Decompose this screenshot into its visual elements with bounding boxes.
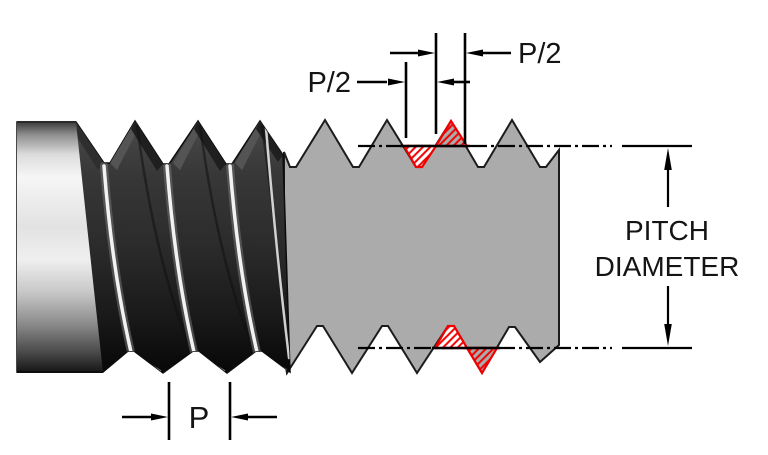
tooth-flank-light xyxy=(235,121,264,170)
tooth-flank-light xyxy=(110,121,139,170)
thread-profile-2d xyxy=(283,118,560,376)
pitch-p-label: P xyxy=(189,400,210,435)
dimension-p-half xyxy=(357,33,511,144)
pitch-diameter-label-line2: DIAMETER xyxy=(595,251,740,282)
arrowhead-left xyxy=(437,78,454,86)
dimension-pitch-diameter: PITCH DIAMETER xyxy=(595,148,740,346)
helix-crest-line xyxy=(135,124,192,349)
arrowhead-left xyxy=(231,413,248,421)
pitch-diameter-label-line1: PITCH xyxy=(625,215,709,246)
red-hatch-overlay xyxy=(434,118,470,148)
helix-highlight xyxy=(102,164,133,354)
thread-profile-outline xyxy=(283,118,560,376)
arrowhead-right xyxy=(418,49,435,57)
red-hatch-regions xyxy=(400,118,500,376)
arrowhead-right xyxy=(151,413,168,421)
screw-3d-render xyxy=(16,119,291,374)
arrowhead-down xyxy=(664,324,672,346)
dimension-p xyxy=(122,382,277,440)
arrowhead-up xyxy=(664,148,672,170)
red-hatch-overlay xyxy=(465,346,499,376)
screw-shank-cylinder xyxy=(17,122,103,372)
arrowhead-left xyxy=(466,49,483,57)
tooth-flank-light xyxy=(173,121,202,170)
tooth-flank-shadow xyxy=(72,122,104,170)
helix-highlight xyxy=(228,164,259,354)
p-half-upper-label: P/2 xyxy=(518,38,562,70)
red-hatch-top-crest xyxy=(434,118,470,148)
helix-highlight xyxy=(165,164,196,354)
arrowhead-right xyxy=(388,78,405,86)
red-hatch-bottom-crest xyxy=(465,346,499,376)
helix-highlight xyxy=(264,126,290,360)
helix-crest-line xyxy=(198,124,255,349)
p-half-lower-label: P/2 xyxy=(307,67,351,99)
